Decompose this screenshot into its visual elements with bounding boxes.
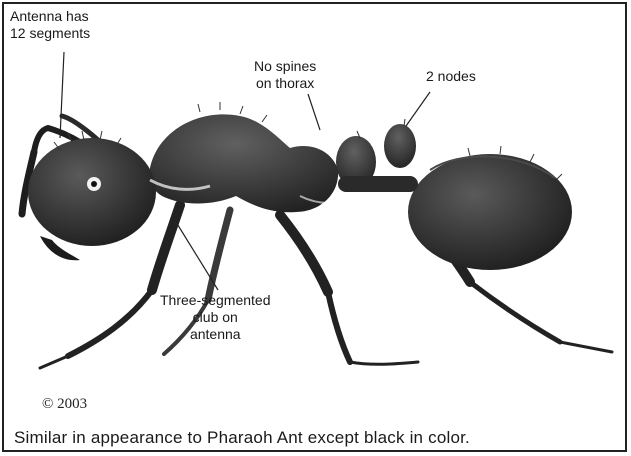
leader-club <box>176 222 218 290</box>
label-antenna-segments-line1: Antenna has <box>10 8 90 25</box>
label-club-line2: club on <box>160 309 271 326</box>
label-club: Three-segmented club on antenna <box>160 292 271 343</box>
thorax <box>150 114 339 212</box>
head <box>28 138 156 246</box>
label-antenna-segments-line2: 12 segments <box>10 25 90 42</box>
node-two <box>384 124 416 168</box>
copyright-notice: © 2003 <box>42 396 87 413</box>
label-antenna-segments: Antenna has 12 segments <box>10 8 90 42</box>
leader-no-spines <box>308 94 320 130</box>
figure-caption: Similar in appearance to Pharaoh Ant exc… <box>14 428 470 448</box>
label-no-spines-line2: on thorax <box>254 75 316 92</box>
label-club-line1: Three-segmented <box>160 292 271 309</box>
label-no-spines-line1: No spines <box>254 58 316 75</box>
gaster <box>408 154 572 270</box>
label-club-line3: antenna <box>160 326 271 343</box>
label-nodes: 2 nodes <box>426 68 476 85</box>
leader-antenna-segments <box>60 52 64 138</box>
label-no-spines: No spines on thorax <box>254 58 316 92</box>
leader-nodes <box>406 92 430 126</box>
